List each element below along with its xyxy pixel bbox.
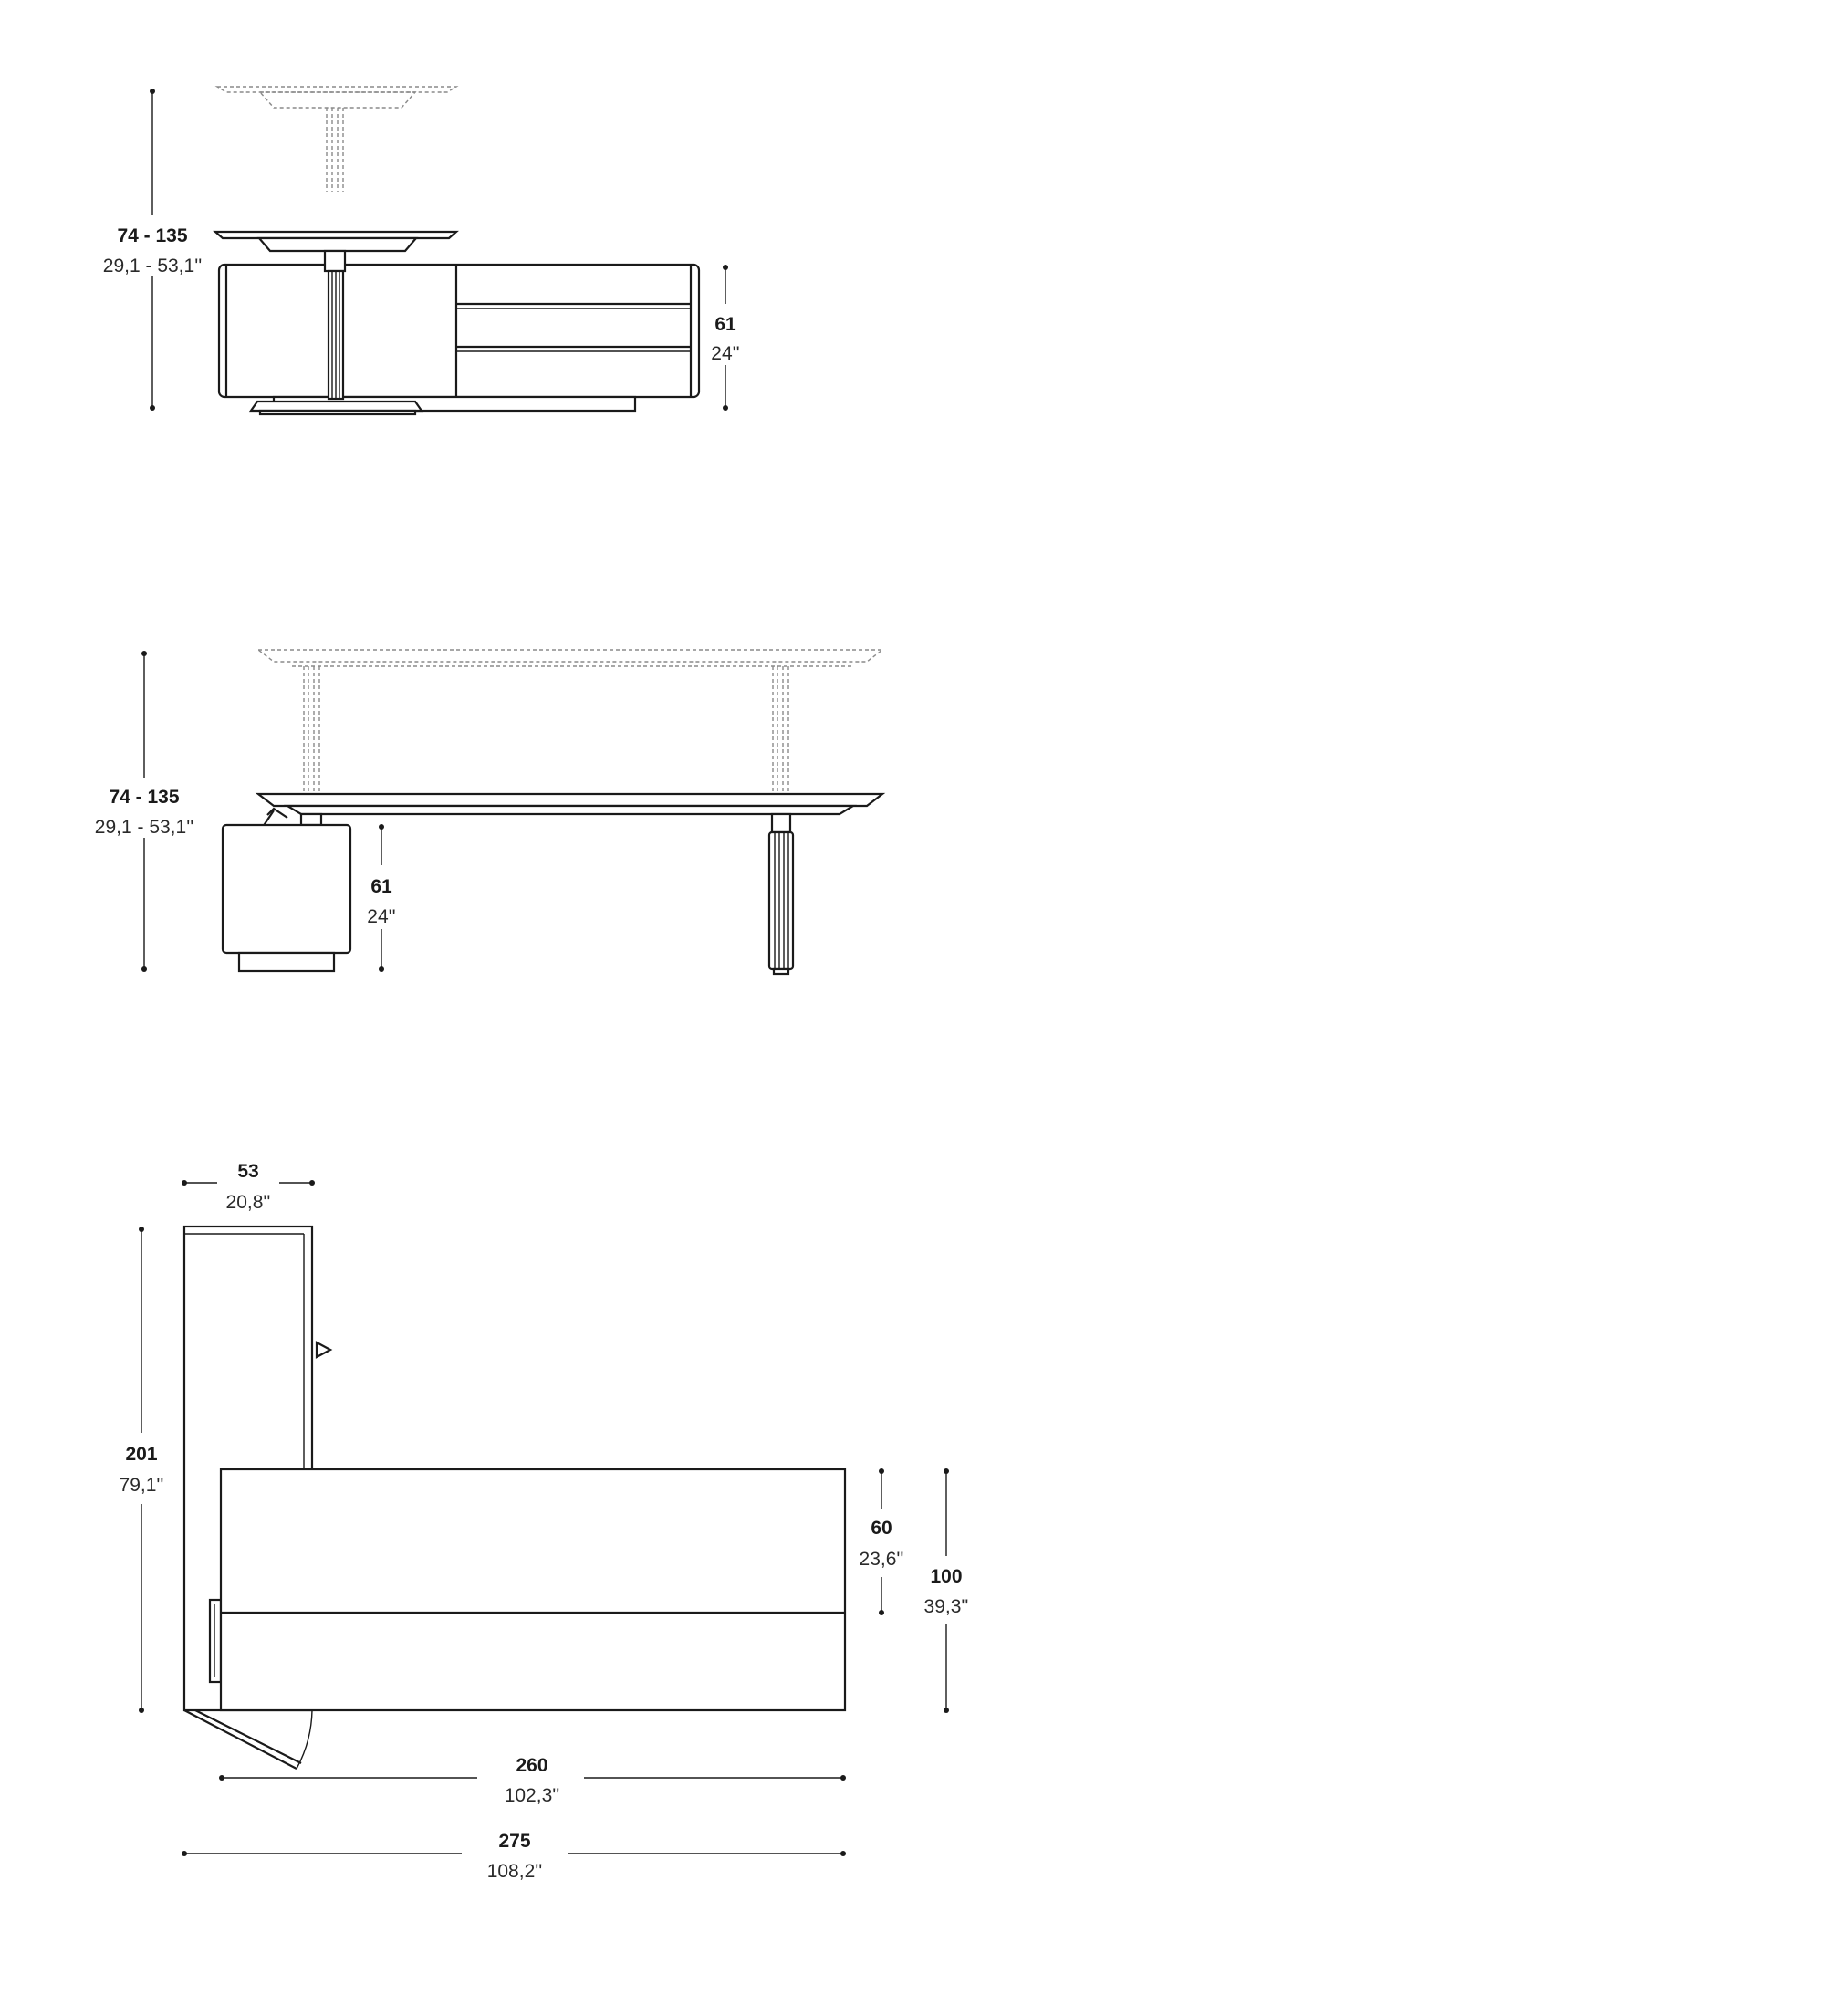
front-view-raised-top [256,649,885,794]
plan-view-total-depth-in: 79,1'' [120,1475,164,1496]
plan-view-return-depth-cm: 100 [930,1566,962,1587]
side-view-cabinet-dimension: 61 24'' [711,265,740,411]
plan-view-swing-door [183,1709,313,1770]
front-view-height-dimension: 74 - 135 29,1 - 53,1'' [95,651,193,972]
front-view-height-in: 29,1 - 53,1'' [95,817,193,838]
plan-view-desk [219,1468,847,1712]
side-view-desk-top [213,230,459,253]
plan-view: 53 20,8'' 201 79,1'' 60 23,6'' 100 [120,1161,969,1882]
plan-view-desk-depth-in: 23,6'' [860,1549,904,1570]
plan-view-desk-width-dimension: 260 102,3'' [219,1755,846,1806]
side-view-height-dimension: 74 - 135 29,1 - 53,1'' [103,89,202,411]
plan-view-desk-width-in: 102,3'' [505,1785,560,1806]
side-view-raised-top [214,86,459,192]
plan-view-total-width-dimension: 275 108,2'' [182,1831,846,1882]
plan-view-total-depth-cm: 201 [125,1444,157,1465]
front-view-cabinet-dimension: 61 24'' [367,824,396,972]
door-opening-arrow-icon [315,1341,333,1359]
plan-view-desk-depth-cm: 60 [871,1518,892,1539]
side-view: 74 - 135 29,1 - 53,1'' 61 24'' [103,86,740,416]
plan-view-cabinet-width-dimension: 53 20,8'' [182,1161,315,1213]
front-view-desk-top [255,792,886,816]
side-view-height-in: 29,1 - 53,1'' [103,256,202,277]
side-view-cabinet-cm: 61 [714,314,736,335]
side-view-cabinet-in: 24'' [711,343,739,364]
plan-view-cabinet-width-in: 20,8'' [226,1192,271,1213]
front-view-leg [767,812,795,976]
front-view: 74 - 135 29,1 - 53,1'' 61 24'' [95,649,886,976]
front-view-height-cm: 74 - 135 [109,787,179,808]
plan-view-total-width-cm: 275 [498,1831,530,1852]
side-view-column [248,249,424,416]
side-view-height-cm: 74 - 135 [117,225,187,246]
plan-view-cabinet-width-cm: 53 [237,1161,258,1182]
plan-view-return-depth-in: 39,3'' [924,1596,969,1617]
plan-view-desk-width-cm: 260 [516,1755,548,1776]
plan-view-total-depth-dimension: 201 79,1'' [120,1227,164,1713]
plan-view-total-width-in: 108,2'' [487,1861,543,1882]
side-view-cabinet [217,263,701,413]
front-view-cabinet [221,807,352,973]
plan-view-return-depth-dimension: 100 39,3'' [924,1468,969,1713]
plan-view-desk-depth-dimension: 60 23,6'' [860,1468,904,1615]
front-view-cabinet-in: 24'' [367,906,395,927]
front-view-cabinet-cm: 61 [370,876,392,897]
